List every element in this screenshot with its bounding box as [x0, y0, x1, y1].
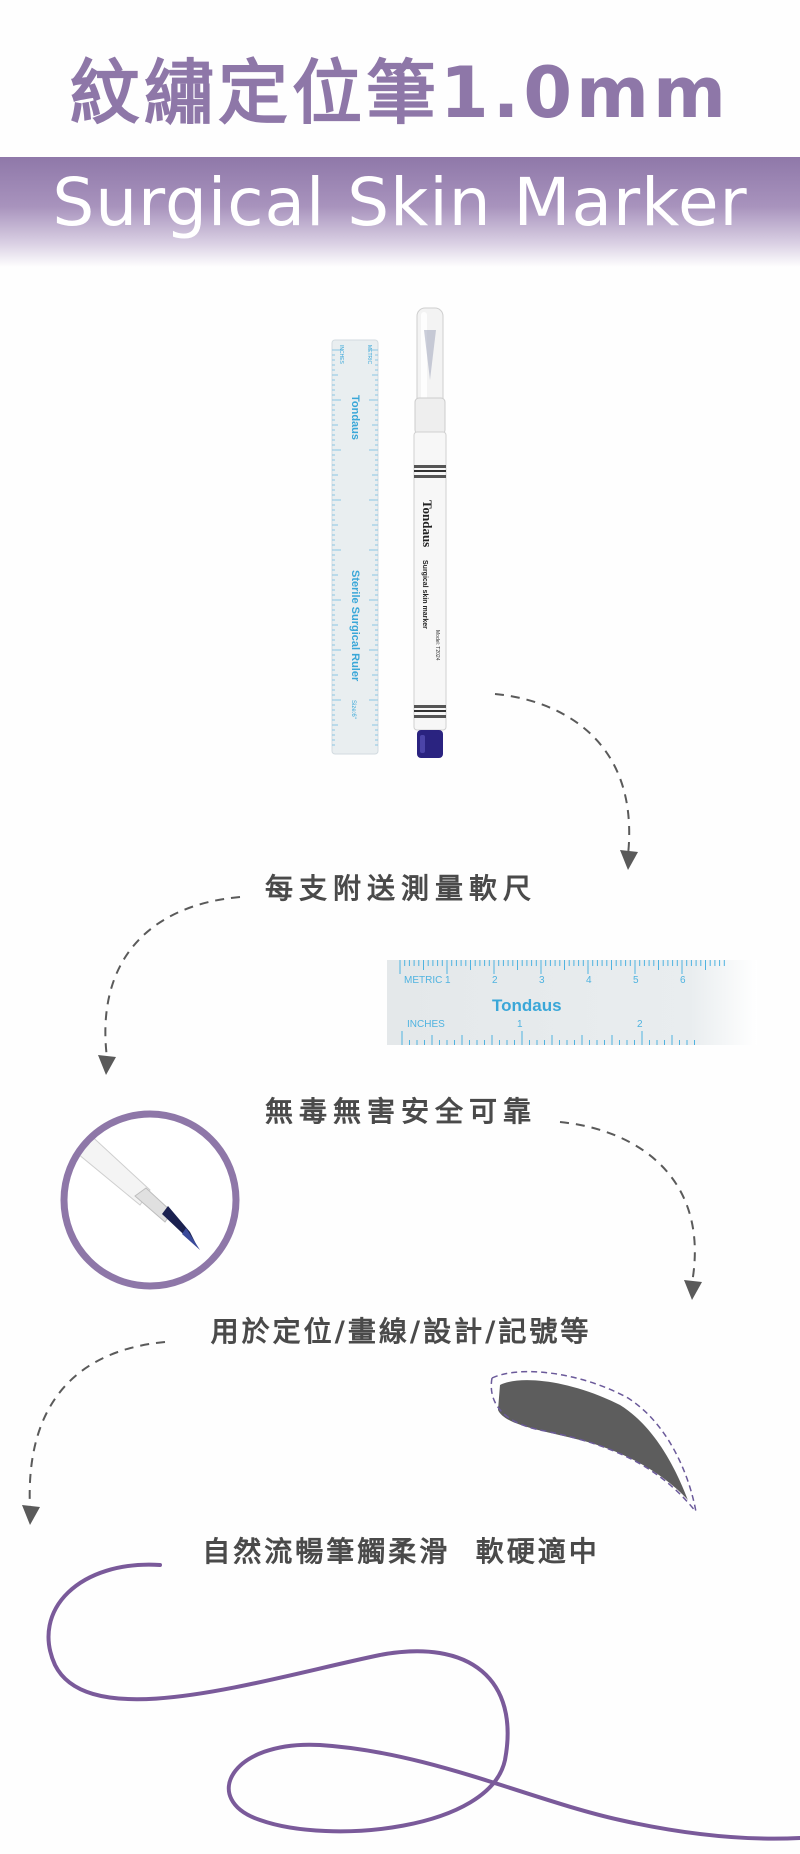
closeup-brand: Tondaus — [492, 996, 562, 1015]
metric-number: 2 — [492, 975, 498, 986]
closeup-inches-label: INCHES — [407, 1019, 445, 1030]
marker-pen: Tondaus Surgical skin marker Model: T202… — [413, 307, 447, 758]
pen-name-text: Surgical skin marker — [421, 560, 428, 629]
vertical-ruler: Tondaus Sterile Surgical Ruler INCHES ME… — [331, 339, 379, 755]
ruler-closeup: METRIC INCHES Tondaus 1 2 3 4 5 6 1 2 — [387, 960, 757, 1045]
inch-number: 1 — [517, 1019, 523, 1030]
pen-tip-circle — [60, 1110, 240, 1290]
pen-model-text: Model: T2024 — [434, 630, 440, 661]
page-title-chinese: 紋繡定位筆1.0mm — [70, 52, 730, 134]
metric-number: 1 — [445, 975, 451, 986]
closeup-metric-label: METRIC — [404, 975, 442, 986]
feature-label-usage: 用於定位/畫線/設計/記號等 — [172, 1310, 630, 1354]
feature-text: 無毒無害安全可靠 — [264, 1095, 537, 1128]
swirl-line — [46, 1562, 800, 1841]
feature-label-safe: 無毒無害安全可靠 — [250, 1090, 552, 1134]
metric-number: 6 — [680, 975, 686, 986]
page-title-english: Surgical Skin Marker — [52, 164, 748, 241]
ruler-name-text: Sterile Surgical Ruler — [349, 570, 361, 682]
dashed-arrows — [28, 693, 696, 1509]
metric-number: 4 — [586, 975, 592, 986]
title-banner — [0, 157, 800, 267]
ruler-size-text: Size:6" — [350, 700, 356, 719]
feature-text: 自然流暢筆觸柔滑 軟硬適中 — [202, 1535, 600, 1568]
ruler-brand-text: Tondaus — [349, 395, 361, 440]
feature-text: 用於定位/畫線/設計/記號等 — [210, 1315, 592, 1348]
metric-number: 3 — [539, 975, 545, 986]
pen-brand-text: Tondaus — [420, 500, 435, 547]
feature-text: 每支附送測量軟尺 — [264, 872, 537, 905]
feature-label-smooth: 自然流暢筆觸柔滑 軟硬適中 — [172, 1530, 630, 1574]
eyebrow-stroke — [490, 1370, 697, 1513]
arrow-heads — [22, 850, 702, 1525]
ruler-metric-text: METRIC — [366, 345, 372, 365]
inch-number: 2 — [637, 1019, 643, 1030]
metric-number: 5 — [633, 975, 639, 986]
ruler-inches-text: INCHES — [338, 345, 344, 365]
feature-label-ruler: 每支附送測量軟尺 — [250, 867, 552, 911]
